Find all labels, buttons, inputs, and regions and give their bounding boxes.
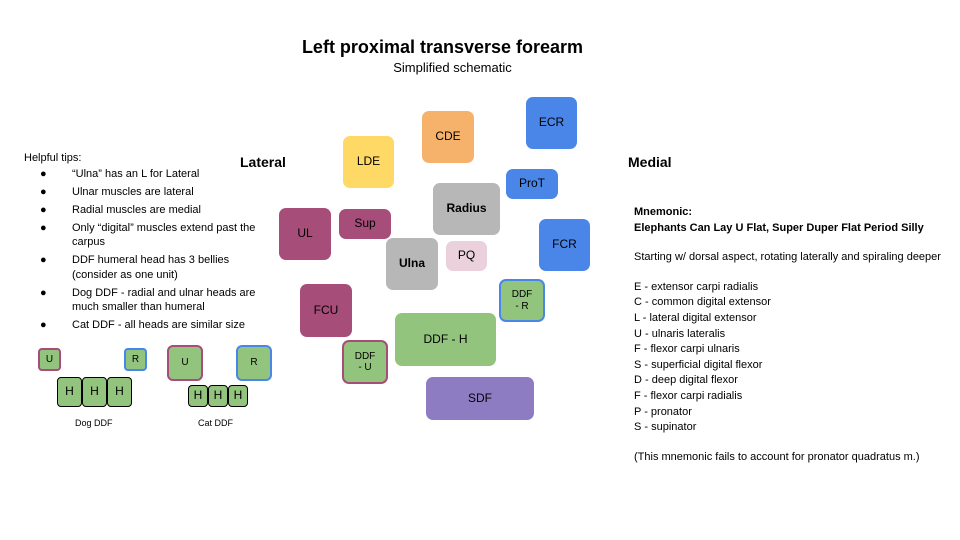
fcu-label: FCU bbox=[313, 302, 339, 317]
ecr-box: ECR bbox=[526, 97, 577, 149]
cat-ddf-h-head: H bbox=[228, 385, 248, 407]
mnemonic-intro: Starting w/ dorsal aspect, rotating late… bbox=[634, 251, 941, 264]
bullet-icon: ● bbox=[40, 254, 47, 267]
tip-text: “Ulna” has an L for Lateral bbox=[72, 168, 200, 180]
ecr-label: ECR bbox=[538, 115, 565, 130]
mnemonic-item: C - common digital extensor bbox=[634, 296, 771, 309]
pq-label: PQ bbox=[457, 248, 476, 263]
sdf-box: SDF bbox=[426, 377, 534, 420]
tips-list: ● “Ulna” has an L for Lateral ● Ulnar musc… bbox=[24, 167, 274, 333]
cde-box: CDE bbox=[422, 111, 474, 163]
mnemonic-item: L - lateral digital extensor bbox=[634, 312, 757, 325]
tip-text: Cat DDF - all heads are similar size bbox=[72, 318, 245, 331]
cat-ddf-r-head: R bbox=[236, 345, 272, 381]
ul-label: UL bbox=[297, 226, 313, 241]
dog-ddf-r-head: R bbox=[124, 348, 147, 371]
mnemonic-label: Mnemonic: bbox=[634, 206, 693, 218]
cat-ddf-h-head: H bbox=[208, 385, 228, 407]
ulna-label: Ulna bbox=[398, 256, 425, 271]
ul-box: UL bbox=[279, 208, 331, 260]
tips-heading: Helpful tips: bbox=[24, 152, 82, 164]
ddf-u-label-2: - U bbox=[358, 362, 372, 373]
mnemonic-item: E - extensor carpi radialis bbox=[634, 280, 759, 293]
prot-label: ProT bbox=[518, 176, 545, 191]
dog-ddf-u-head: U bbox=[38, 348, 61, 371]
tip-item: ● Dog DDF - radial and ulnar heads are mu… bbox=[24, 286, 274, 315]
bullet-icon: ● bbox=[40, 203, 47, 216]
mnemonic-item: P - pronator bbox=[634, 405, 692, 418]
tip-text: Ulnar muscles are lateral bbox=[72, 185, 194, 198]
tip-item: ● Radial muscles are medial bbox=[24, 203, 274, 218]
cat-ddf-caption: Cat DDF bbox=[198, 418, 234, 428]
sup-box: Sup bbox=[339, 209, 391, 239]
radius-bone: Radius bbox=[433, 183, 500, 235]
cat-h-label: H bbox=[233, 388, 243, 403]
tip-item: ● “Ulna” has an L for Lateral bbox=[24, 167, 274, 182]
sdf-label: SDF bbox=[468, 390, 492, 405]
bullet-icon: ● bbox=[40, 185, 47, 198]
lde-label: LDE bbox=[356, 154, 381, 169]
mnemonic-item: F - flexor carpi radialis bbox=[634, 390, 743, 403]
dog-ddf-h-head: H bbox=[57, 377, 82, 407]
tip-text: DDF humeral head has 3 bellies (consider… bbox=[72, 254, 230, 281]
ulna-bone: Ulna bbox=[386, 238, 438, 290]
dog-h-label: H bbox=[65, 384, 74, 399]
medial-label: Medial bbox=[628, 154, 672, 170]
mnemonic-panel: Mnemonic: Elephants Can Lay U Flat, Supe… bbox=[634, 205, 954, 466]
lde-box: LDE bbox=[343, 136, 394, 188]
dog-h-label: H bbox=[90, 384, 99, 399]
cat-ddf-h-head: H bbox=[188, 385, 208, 407]
fcr-label: FCR bbox=[552, 237, 577, 252]
lateral-label: Lateral bbox=[240, 154, 286, 170]
page-subtitle: Simplified schematic bbox=[393, 60, 512, 75]
cde-label: CDE bbox=[435, 129, 461, 144]
dog-ddf-caption: Dog DDF bbox=[75, 418, 113, 428]
bullet-icon: ● bbox=[40, 168, 47, 180]
mnemonic-item: F - flexor carpi ulnaris bbox=[634, 343, 740, 356]
dog-h-label: H bbox=[115, 384, 124, 399]
pq-box: PQ bbox=[446, 241, 487, 271]
cat-h-label: H bbox=[213, 388, 223, 403]
dog-r-label: R bbox=[131, 353, 140, 365]
mnemonic-item: S - supinator bbox=[634, 421, 697, 434]
ddf-u-box: DDF - U bbox=[342, 340, 388, 384]
cat-h-label: H bbox=[193, 388, 203, 403]
cat-u-label: U bbox=[181, 357, 189, 369]
ddf-r-label-2: - R bbox=[515, 300, 529, 312]
cat-ddf-u-head: U bbox=[167, 345, 203, 381]
page-title: Left proximal transverse forearm bbox=[301, 37, 584, 57]
mnemonic-phrase: Elephants Can Lay U Flat, Super Duper Fl… bbox=[634, 221, 924, 234]
dog-ddf-h-head: H bbox=[82, 377, 107, 407]
tip-text: Only “digital” muscles extend past the c… bbox=[72, 221, 256, 249]
dog-ddf-h-head: H bbox=[107, 377, 132, 407]
ddf-h-label: DDF - H bbox=[423, 331, 468, 346]
mnemonic-item: D - deep digital flexor bbox=[634, 374, 738, 387]
fcr-box: FCR bbox=[539, 219, 590, 271]
tip-item: ● Cat DDF - all heads are similar size bbox=[24, 318, 274, 333]
mnemonic-note: (This mnemonic fails to account for pron… bbox=[634, 450, 920, 463]
mnemonic-item: U - ulnaris lateralis bbox=[634, 327, 726, 340]
ddf-h-box: DDF - H bbox=[395, 313, 496, 366]
ddf-r-box: DDF - R bbox=[499, 279, 545, 322]
tip-item: ● DDF humeral head has 3 bellies (conside… bbox=[24, 253, 274, 282]
dog-u-label: U bbox=[45, 353, 54, 365]
tip-item: ● Ulnar muscles are lateral bbox=[24, 185, 274, 200]
sup-label: Sup bbox=[354, 216, 376, 231]
ddf-r-label-1: DDF bbox=[511, 289, 533, 300]
prot-box: ProT bbox=[506, 169, 558, 199]
helpful-tips: Helpful tips: ● “Ulna” has an L for Later… bbox=[24, 152, 274, 336]
bullet-icon: ● bbox=[40, 221, 47, 234]
radius-label: Radius bbox=[446, 201, 487, 216]
bullet-icon: ● bbox=[40, 286, 47, 299]
tip-text: Radial muscles are medial bbox=[72, 203, 201, 216]
ddf-u-label-1: DDF bbox=[354, 350, 376, 362]
cat-r-label: R bbox=[250, 357, 258, 369]
fcu-box: FCU bbox=[300, 284, 352, 337]
bullet-icon: ● bbox=[40, 318, 47, 331]
mnemonic-item: S - superficial digital flexor bbox=[634, 358, 763, 371]
tip-item: ● Only “digital” muscles extend past the … bbox=[24, 221, 274, 250]
tip-text: Dog DDF - radial and ulnar heads are muc… bbox=[72, 286, 256, 314]
